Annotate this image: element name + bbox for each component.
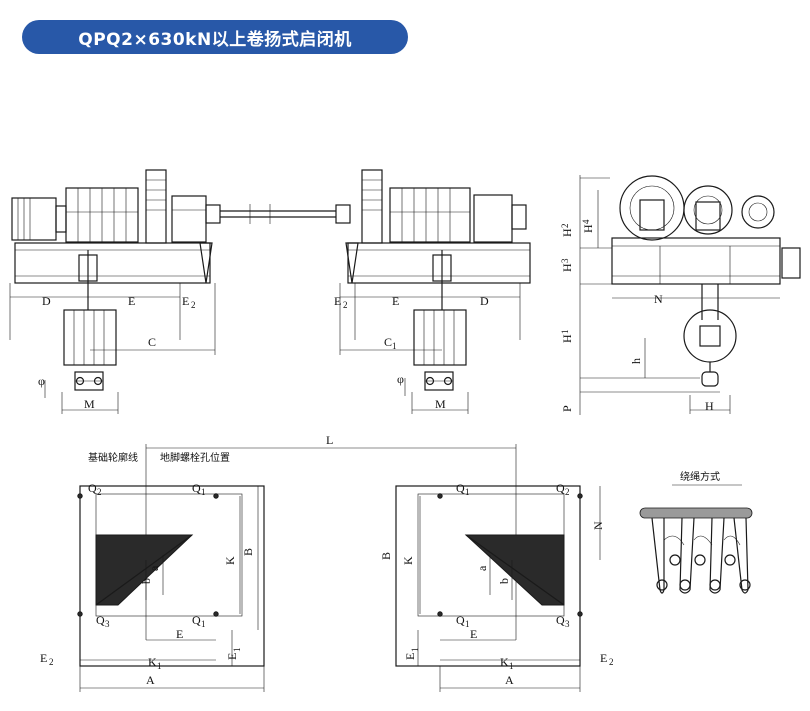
dim-K1-right: K (500, 655, 509, 669)
dim-K-right: K (401, 556, 415, 565)
rope-reeving-title: 绕绳方式 (680, 470, 720, 483)
anchor-Q3-left: Q (96, 613, 105, 627)
dim-E2-left: E (182, 294, 189, 308)
dim-P-side: P (560, 405, 574, 412)
title-banner: QPQ2×630kN以上卷扬式启闭机 (22, 20, 408, 54)
dim-C-left: C (148, 335, 156, 349)
dim-M-left: M (84, 397, 95, 411)
svg-text:3: 3 (560, 258, 570, 263)
svg-text:2: 2 (560, 224, 570, 229)
rope-reeving-diagram: 绕绳方式 (639, 470, 753, 594)
gear-right (361, 169, 383, 244)
dim-B-left: B (241, 548, 255, 556)
svg-text:1: 1 (410, 648, 420, 653)
dim-H1-side: H (560, 334, 574, 343)
svg-text:1: 1 (509, 661, 514, 671)
plan-view-left: 基础轮廓线 地脚螺栓孔位置 Q 2 Q 1 Q 3 Q 1 K B a b E … (40, 451, 265, 692)
anchor-Q1-right: Q (456, 481, 465, 495)
svg-text:3: 3 (565, 619, 570, 629)
dim-N-side: N (654, 292, 663, 306)
svg-text:1: 1 (201, 619, 206, 629)
dim-A-right: A (505, 673, 514, 687)
dim-b-right: b (497, 578, 511, 584)
dim-N-plan-right: N (591, 521, 605, 530)
dim-B-right: B (379, 552, 393, 560)
svg-text:2: 2 (191, 300, 196, 310)
anchor-Q4-left: Q (192, 613, 201, 627)
anchor-Q2-right: Q (556, 481, 565, 495)
svg-text:3: 3 (105, 619, 110, 629)
svg-text:1: 1 (157, 661, 162, 671)
anchor-Q3-right: Q (456, 613, 465, 627)
dim-a-left: a (147, 565, 161, 571)
dim-E-left: E (128, 294, 135, 308)
connecting-shaft (205, 204, 351, 224)
anchor-Q2-left: Q (88, 481, 97, 495)
svg-text:1: 1 (560, 330, 570, 335)
dim-H3-side: H (560, 263, 574, 272)
svg-text:4: 4 (581, 219, 591, 224)
dim-phi-right: φ (397, 372, 404, 386)
dim-E2-right: E (334, 294, 341, 308)
dim-a-right: a (475, 565, 489, 571)
dim-E-plan-right: E (470, 627, 477, 641)
anchor-Q4-right: Q (556, 613, 565, 627)
dim-M-right: M (435, 397, 446, 411)
svg-text:1: 1 (465, 619, 470, 629)
svg-text:1: 1 (232, 648, 242, 653)
svg-text:2: 2 (609, 657, 614, 667)
side-hook-pulley (683, 309, 737, 363)
dim-E1-left: E (225, 653, 239, 660)
dim-E-plan-left: E (176, 627, 183, 641)
front-view-right: E 2 E D C 1 φ M (334, 169, 531, 414)
side-view: H 2 H 3 H 4 N H 1 h P H (560, 175, 801, 415)
dim-E1-right: E (403, 653, 417, 660)
foundation-line-label: 基础轮廓线 (88, 451, 138, 464)
svg-text:1: 1 (201, 487, 206, 497)
pulley-block-left (63, 309, 117, 366)
dim-K-left: K (223, 556, 237, 565)
anchor-hole-label: 地脚螺栓孔位置 (160, 451, 230, 464)
dim-A-left: A (146, 673, 155, 687)
dim-h-side: h (629, 358, 643, 364)
dim-E2-plan-right: E (600, 651, 607, 665)
svg-text:2: 2 (97, 487, 102, 497)
dim-D-left: D (42, 294, 51, 308)
dim-L: L (326, 433, 333, 447)
dim-H4-side: H (581, 224, 595, 233)
drum-right (389, 187, 471, 243)
gear-left (145, 169, 167, 244)
dim-H-side: H (705, 399, 714, 413)
svg-text:2: 2 (49, 657, 54, 667)
reducer-left (171, 195, 207, 243)
dim-phi-left: φ (38, 374, 45, 388)
foundation-outline-left (79, 485, 265, 667)
dim-C1-right: C (384, 335, 392, 349)
dim-E2-plan-left: E (40, 651, 47, 665)
plan-view-right: Q 1 Q 2 Q 1 Q 3 N B K a b E E 1 E 2 K 1 … (379, 481, 614, 692)
svg-text:1: 1 (392, 341, 397, 351)
svg-text:1: 1 (465, 487, 470, 497)
side-drum-small (683, 185, 733, 235)
pulley-block-right (413, 309, 467, 366)
dim-D-right: D (480, 294, 489, 308)
overall-length: L (145, 433, 517, 640)
rope-drum-bar (639, 507, 753, 519)
front-view-left: D E E 2 C φ M (9, 169, 216, 414)
dim-H2-side: H (560, 228, 574, 237)
dim-b-left: b (139, 578, 153, 584)
dim-E-right: E (392, 294, 399, 308)
svg-text:2: 2 (565, 487, 570, 497)
svg-text:2: 2 (343, 300, 348, 310)
dim-K1-left: K (148, 655, 157, 669)
motor-left (11, 197, 57, 241)
anchor-Q1-left: Q (192, 481, 201, 495)
page-title: QPQ2×630kN以上卷扬式启闭机 (78, 29, 352, 50)
